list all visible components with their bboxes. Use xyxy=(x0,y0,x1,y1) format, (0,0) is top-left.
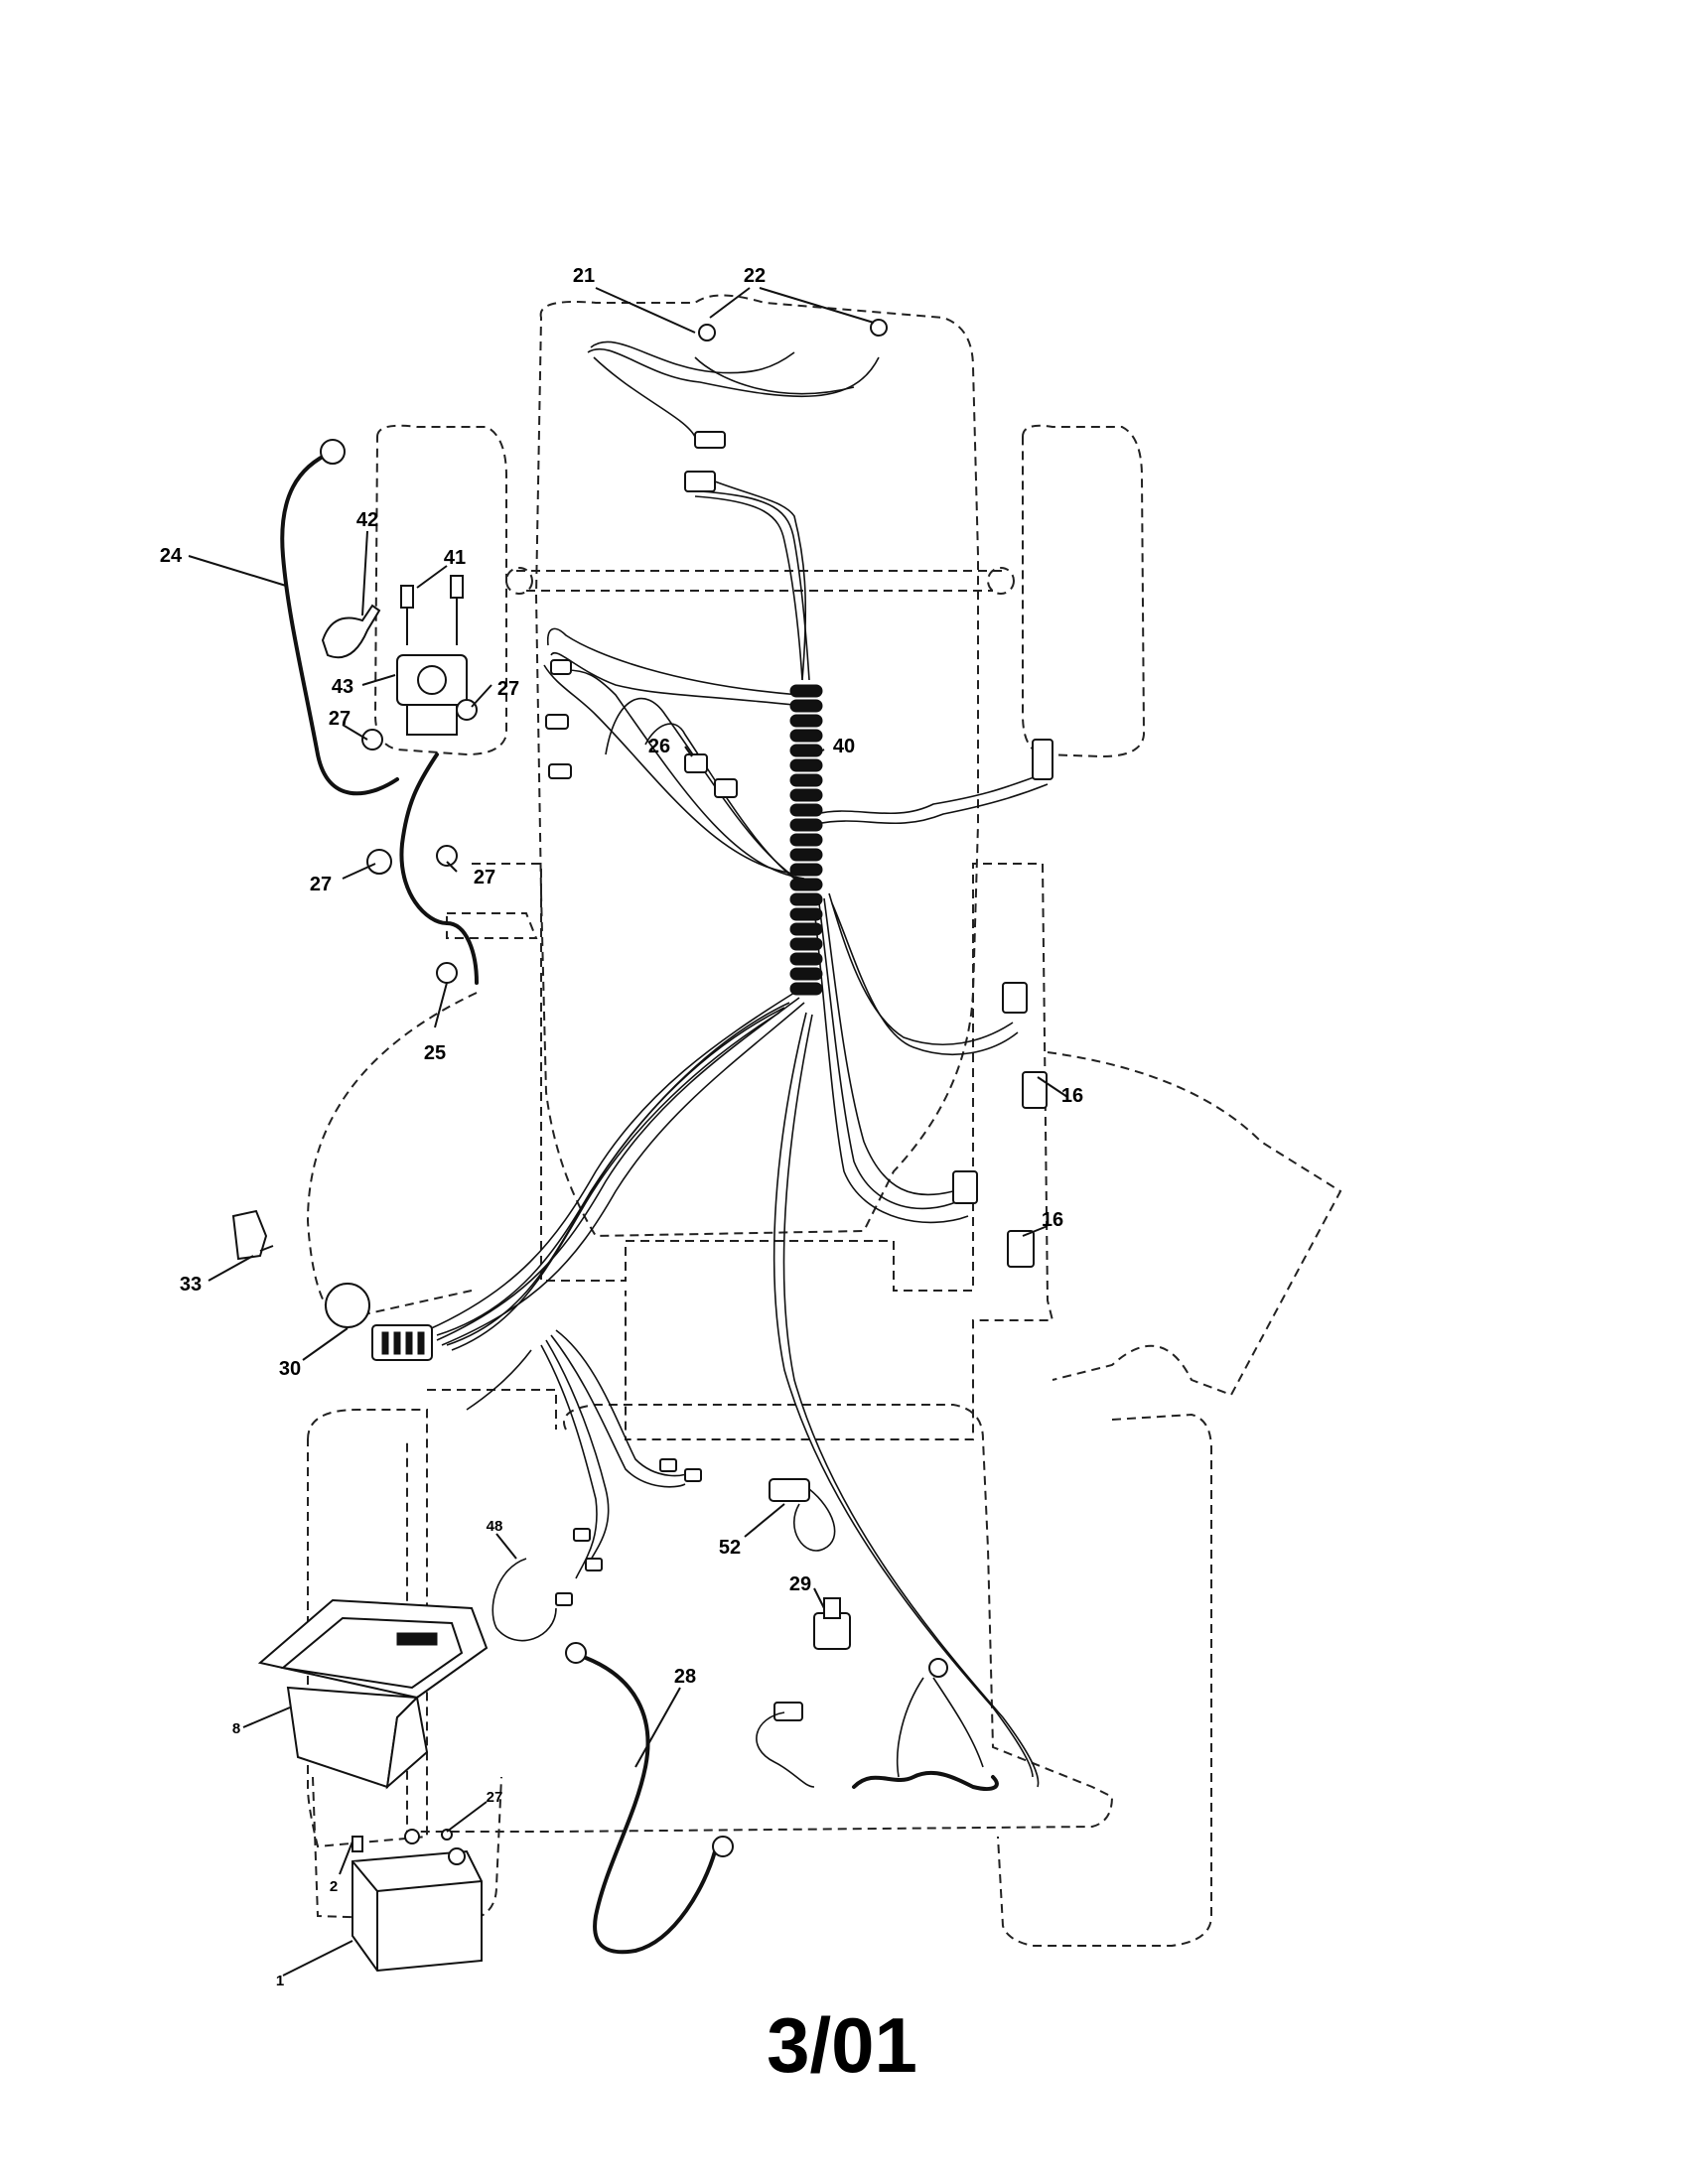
callout-33: 33 xyxy=(180,1274,202,1296)
callout-27-battery: 27 xyxy=(487,1789,503,1806)
callout-27-lower-right: 27 xyxy=(474,867,495,888)
callout-24: 24 xyxy=(160,545,183,567)
callout-30: 30 xyxy=(279,1358,301,1380)
headlight-harness xyxy=(587,319,888,681)
callout-28: 28 xyxy=(674,1666,696,1688)
lower-terminals xyxy=(491,1458,999,1955)
solenoid-assembly xyxy=(280,439,479,985)
callout-27-solenoid-left: 27 xyxy=(329,708,351,730)
connector-26 xyxy=(545,659,738,798)
callout-29: 29 xyxy=(789,1573,811,1595)
safety-switches xyxy=(952,739,1053,1268)
callout-43: 43 xyxy=(332,676,353,698)
leader-lines xyxy=(188,287,1068,1977)
callout-42: 42 xyxy=(356,509,378,531)
callout-41: 41 xyxy=(444,547,466,569)
callout-27-solenoid-right: 27 xyxy=(497,678,519,700)
ignition xyxy=(231,1209,433,1361)
callout-26: 26 xyxy=(648,736,670,757)
callout-25: 25 xyxy=(424,1042,446,1064)
callouts: 21 22 24 42 41 43 27 27 27 27 25 26 40 1… xyxy=(160,265,1083,1989)
tractor-outline xyxy=(306,294,1342,1947)
callout-16-lower: 16 xyxy=(1042,1209,1063,1231)
callout-8: 8 xyxy=(232,1720,240,1737)
callout-2: 2 xyxy=(330,1878,338,1895)
main-harness xyxy=(426,490,1049,1788)
callout-22: 22 xyxy=(744,265,766,287)
callout-21: 21 xyxy=(573,265,595,287)
battery-box xyxy=(257,1598,489,1790)
date-code: 3/01 xyxy=(767,2001,917,2089)
conduit-sleeve xyxy=(789,684,823,996)
callout-1: 1 xyxy=(276,1973,284,1989)
callout-52: 52 xyxy=(719,1537,741,1559)
callout-40: 40 xyxy=(833,736,855,757)
callout-27-lower-left: 27 xyxy=(310,874,332,895)
callout-48: 48 xyxy=(487,1518,503,1535)
battery xyxy=(351,1829,483,1973)
callout-16-upper: 16 xyxy=(1061,1085,1083,1107)
